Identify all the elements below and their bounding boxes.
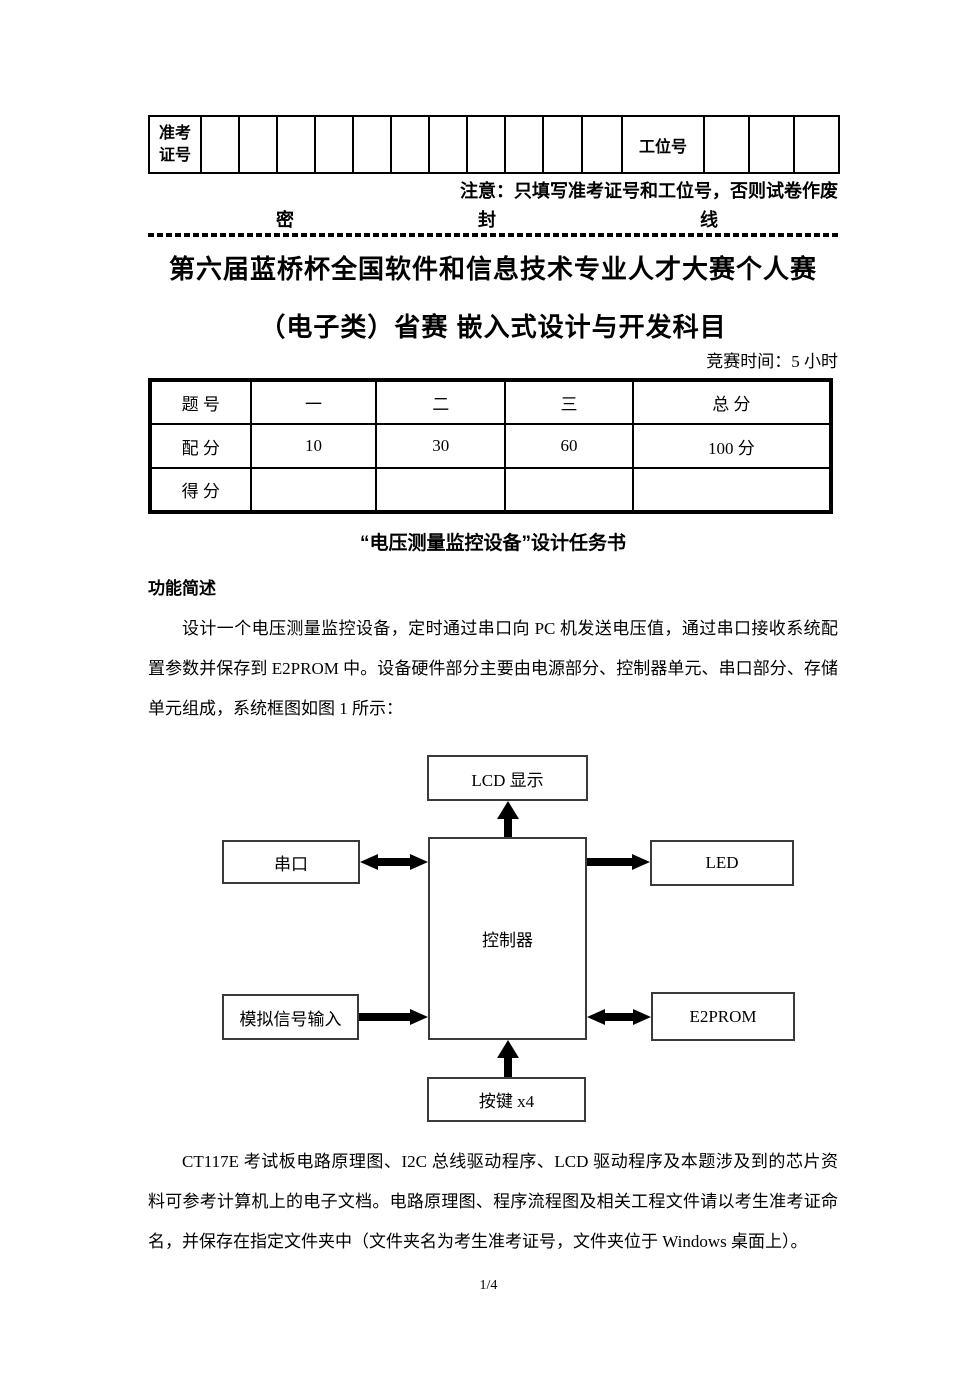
competition-duration: 竞赛时间：5 小时 (706, 352, 838, 371)
points-q1: 10 (249, 423, 378, 469)
admission-digit-cell (276, 115, 316, 174)
section-title-function-summary: 功能简述 (148, 579, 216, 598)
arrow-shaft-lcd (504, 817, 512, 837)
station-digit-cell (748, 115, 795, 174)
admission-label-line1: 准考 (158, 124, 191, 142)
page-number: 1/4 (479, 1278, 498, 1293)
diagram-box-serial-port: 串口 (222, 840, 360, 884)
station-digit-cell (703, 115, 750, 174)
arrow-right-to-controller-icon (410, 854, 428, 870)
points-row-label: 配 分 (149, 423, 252, 469)
admission-digit-cell (200, 115, 240, 174)
admission-digit-cell (466, 115, 506, 174)
admission-digit-cell (581, 115, 623, 174)
earned-total (631, 467, 833, 513)
arrow-right-to-eeprom-icon (633, 1009, 651, 1025)
system-block-diagram: LCD 显示 串口 控制器 LED 模拟信号输入 E2PROM 按键 x4 (148, 743, 838, 1128)
admission-digit-cell (428, 115, 468, 174)
seal-char-mi: 密 (276, 210, 294, 230)
arrow-shaft-keys (504, 1056, 512, 1077)
seal-char-feng: 封 (478, 210, 496, 230)
admission-digit-cell (352, 115, 392, 174)
points-q3: 60 (504, 423, 634, 469)
arrow-left-to-serial-icon (360, 854, 378, 870)
arrow-shaft-led (587, 858, 635, 866)
earned-q3 (504, 467, 634, 513)
earned-row-label: 得 分 (149, 467, 252, 513)
diagram-box-keys-x4: 按键 x4 (427, 1077, 586, 1122)
seal-char-xian: 线 (700, 210, 718, 230)
arrow-left-to-controller-icon (587, 1009, 605, 1025)
diagram-box-analog-signal-input: 模拟信号输入 (222, 994, 359, 1040)
points-q2: 30 (375, 423, 507, 469)
arrow-up-to-lcd-icon (497, 801, 519, 819)
arrow-right-analog-to-controller-icon (410, 1009, 428, 1025)
score-table: 题 号 一 二 三 总 分 配 分 10 30 60 100 分 得 分 (148, 378, 833, 514)
competition-subtitle: （电子类）省赛 嵌入式设计与开发科目 (259, 312, 727, 342)
admission-digit-cell (390, 115, 430, 174)
score-header-q2: 二 (375, 379, 507, 425)
admission-label-line2: 证号 (158, 146, 191, 164)
score-table-earned-row: 得 分 (149, 467, 833, 513)
arrow-up-keys-to-controller-icon (497, 1040, 519, 1058)
score-header-total: 总 分 (631, 379, 833, 425)
score-table-points-row: 配 分 10 30 60 100 分 (149, 423, 833, 469)
admission-number-table: 准考 证号 工位号 (148, 115, 840, 174)
task-book-heading: “电压测量监控设备”设计任务书 (359, 533, 626, 554)
diagram-box-led: LED (650, 840, 794, 886)
page-content: 准考 证号 工位号 注意：只填写准考证号和工位号， (148, 115, 840, 1262)
score-header-q1: 一 (249, 379, 378, 425)
cut-line-divider (148, 233, 838, 237)
arrow-shaft-serial (376, 858, 412, 866)
arrow-shaft-eeprom (603, 1013, 636, 1021)
paragraph-function-summary: 设计一个电压测量监控设备，定时通过串口向 PC 机发送电压值，通过串口接收系统配… (148, 619, 838, 718)
station-digit-cell (793, 115, 840, 174)
diagram-box-e2prom: E2PROM (651, 992, 795, 1041)
earned-q2 (375, 467, 507, 513)
admission-digit-cell (238, 115, 278, 174)
arrow-right-to-led-icon (632, 854, 650, 870)
score-header-question: 题 号 (149, 379, 252, 425)
arrow-shaft-analog (359, 1013, 413, 1021)
diagram-box-lcd-display: LCD 显示 (427, 755, 588, 801)
competition-title: 第六届蓝桥杯全国软件和信息技术专业人才大赛个人赛 (168, 254, 817, 284)
station-number-label: 工位号 (621, 115, 705, 174)
seal-line-row: 密 封 线 (148, 204, 838, 230)
score-table-header-row: 题 号 一 二 三 总 分 (149, 379, 833, 425)
score-header-q3: 三 (504, 379, 634, 425)
points-total: 100 分 (631, 423, 833, 469)
paragraph-reference-materials: CT117E 考试板电路原理图、I2C 总线驱动程序、LCD 驱动程序及本题涉及… (148, 1152, 838, 1251)
earned-q1 (249, 467, 378, 513)
admission-digit-cell (504, 115, 544, 174)
diagram-box-controller: 控制器 (428, 837, 587, 1040)
admission-digit-cell (314, 115, 354, 174)
notice-text: 注意：只填写准考证号和工位号，否则试卷作废 (460, 181, 838, 201)
admission-digit-cell (542, 115, 583, 174)
admission-number-label: 准考 证号 (148, 115, 202, 174)
